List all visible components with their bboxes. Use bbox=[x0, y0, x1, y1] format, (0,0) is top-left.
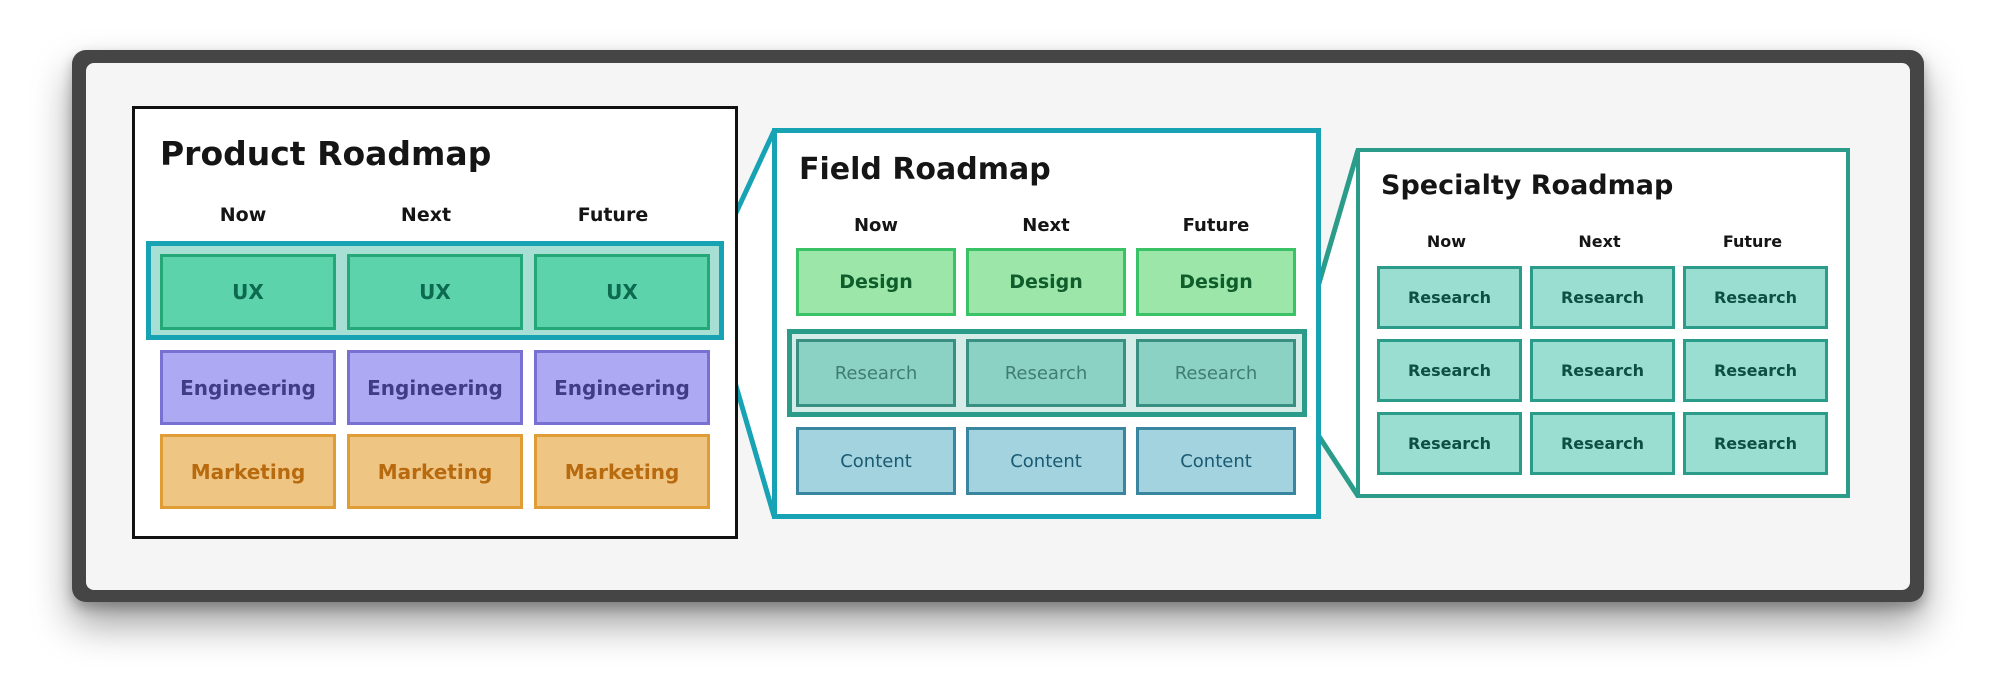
specialty-cell-r2-future: Research bbox=[1683, 339, 1828, 402]
product-column-now: Now bbox=[219, 204, 267, 226]
product-cell-marketing-now: Marketing bbox=[160, 434, 336, 509]
specialty-column-now: Now bbox=[1426, 232, 1467, 251]
field-column-now: Now bbox=[853, 215, 899, 236]
field-column-next: Next bbox=[1022, 215, 1070, 236]
specialty-cell-r1-next: Research bbox=[1530, 266, 1675, 329]
product-cell-engineering-now: Engineering bbox=[160, 350, 336, 425]
field-column-future: Future bbox=[1182, 215, 1250, 236]
field-cell-design-now: Design bbox=[796, 248, 956, 316]
field-cell-design-next: Design bbox=[966, 248, 1126, 316]
field-roadmap-title: Field Roadmap bbox=[799, 152, 1051, 187]
specialty-column-future: Future bbox=[1722, 232, 1783, 251]
product-cell-ux-now: UX bbox=[160, 254, 336, 330]
product-cell-marketing-future: Marketing bbox=[534, 434, 710, 509]
product-cell-engineering-next: Engineering bbox=[347, 350, 523, 425]
field-cell-content-now: Content bbox=[796, 427, 956, 495]
product-cell-marketing-next: Marketing bbox=[347, 434, 523, 509]
product-cell-ux-next: UX bbox=[347, 254, 523, 330]
field-cell-research-future: Research bbox=[1136, 339, 1296, 407]
specialty-cell-r3-future: Research bbox=[1683, 412, 1828, 475]
specialty-cell-r1-now: Research bbox=[1377, 266, 1522, 329]
specialty-cell-r2-now: Research bbox=[1377, 339, 1522, 402]
product-cell-engineering-future: Engineering bbox=[534, 350, 710, 425]
field-cell-research-now: Research bbox=[796, 339, 956, 407]
specialty-cell-r1-future: Research bbox=[1683, 266, 1828, 329]
product-roadmap-title: Product Roadmap bbox=[160, 134, 492, 173]
specialty-roadmap-title: Specialty Roadmap bbox=[1381, 170, 1674, 201]
specialty-cell-r3-next: Research bbox=[1530, 412, 1675, 475]
field-cell-content-future: Content bbox=[1136, 427, 1296, 495]
specialty-cell-r2-next: Research bbox=[1530, 339, 1675, 402]
product-column-future: Future bbox=[577, 204, 649, 226]
field-cell-content-next: Content bbox=[966, 427, 1126, 495]
field-cell-research-next: Research bbox=[966, 339, 1126, 407]
product-cell-ux-future: UX bbox=[534, 254, 710, 330]
specialty-cell-r3-now: Research bbox=[1377, 412, 1522, 475]
specialty-column-next: Next bbox=[1578, 232, 1621, 251]
field-cell-design-future: Design bbox=[1136, 248, 1296, 316]
product-column-next: Next bbox=[400, 204, 452, 226]
